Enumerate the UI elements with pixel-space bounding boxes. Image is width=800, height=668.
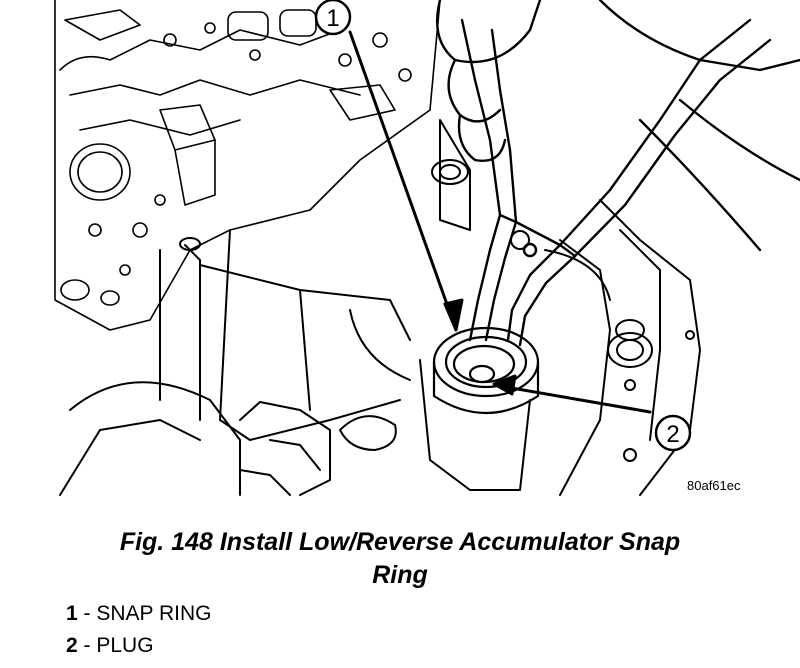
legend-item-separator: - [77,634,97,657]
legend-item-text: SNAP RING [96,602,212,625]
snap-ring-pliers [436,0,800,347]
figure-caption-line-1: Fig. 148 Install Low/Reverse Accumulator… [119,528,681,556]
legend-item-number: 2 [66,634,78,657]
callout-1-label: 1 [326,5,339,32]
figure-caption-line-2: Ring [372,561,428,589]
accumulator-bore [432,326,540,414]
legend-item: 1 - SNAP RING [66,602,212,626]
legend-item-number: 1 [66,602,78,625]
legend-item-separator: - [77,602,97,625]
image-id-label: 80af61ec [687,478,741,493]
callout-2-label: 2 [666,421,679,448]
legend-item-text: PLUG [96,634,154,657]
callout-2: 2 [654,414,692,452]
transmission-case [59,119,701,496]
callout-1: 1 [314,0,352,36]
legend-item: 2 - PLUG [66,634,154,658]
valve-body-plate [54,0,441,331]
technical-illustration: 1 2 [54,0,800,496]
callout-arrows [348,30,652,414]
